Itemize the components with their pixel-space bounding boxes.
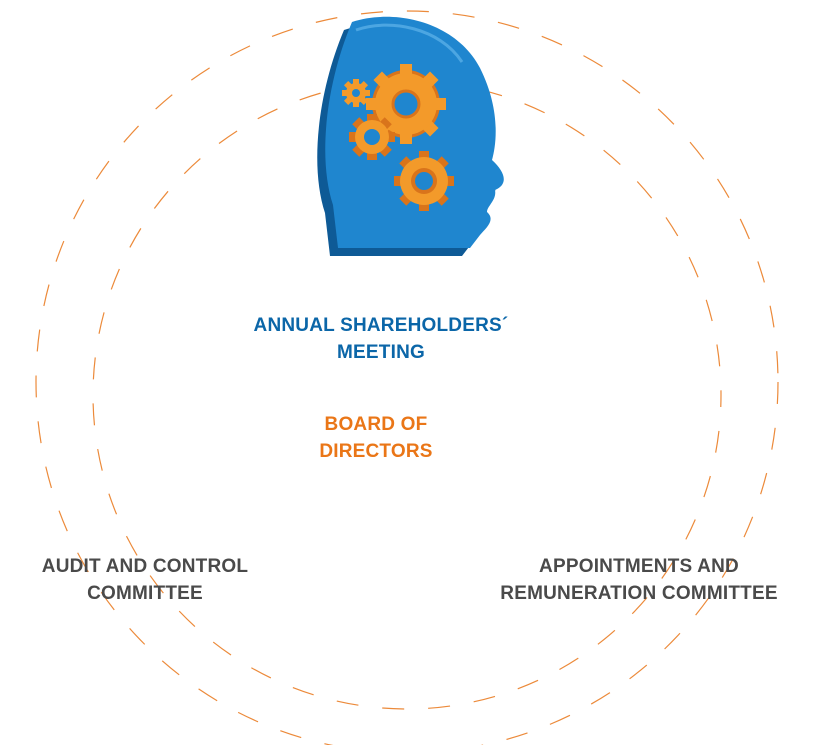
board-line-2: DIRECTORS (319, 441, 433, 462)
annual-shareholders-meeting-label: ANNUAL SHAREHOLDERS´ MEETING (196, 312, 566, 366)
board-line-1: BOARD OF (324, 414, 428, 435)
appointments-line-2: REMUNERATION COMMITTEE (500, 583, 778, 604)
head-with-gears-icon (317, 16, 504, 256)
audit-committee-label: AUDIT AND CONTROL COMMITTEE (0, 553, 290, 607)
gear-large-icon (366, 64, 446, 144)
appointments-line-1: APPOINTMENTS AND (539, 556, 739, 577)
audit-line-2: COMMITTEE (87, 583, 203, 604)
board-of-directors-label: BOARD OF DIRECTORS (276, 411, 476, 465)
appointments-committee-label: APPOINTMENTS AND REMUNERATION COMMITTEE (462, 553, 816, 607)
shareholders-line-2: MEETING (337, 342, 425, 363)
audit-line-1: AUDIT AND CONTROL (41, 556, 249, 577)
shareholders-line-1: ANNUAL SHAREHOLDERS´ (253, 315, 509, 336)
gear-medium-icon (349, 114, 395, 160)
dashed-ring-outer (35, 10, 779, 745)
gear-small-icon (342, 79, 370, 107)
gear-lower-icon (394, 151, 454, 211)
